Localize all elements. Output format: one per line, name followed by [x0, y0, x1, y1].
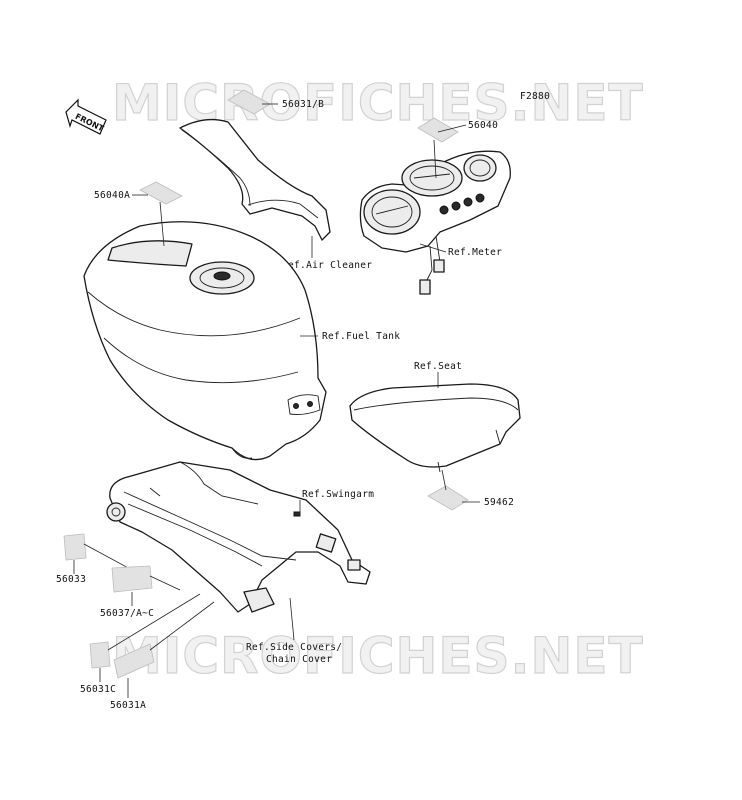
air-cleaner-cover [179, 118, 331, 241]
leader-56040-label [437, 124, 467, 133]
leader-56031c-part [107, 593, 201, 651]
decal-56040a [139, 181, 183, 205]
leader-meter [419, 243, 447, 253]
decal-56040 [417, 117, 459, 143]
decal-56037 [111, 565, 153, 593]
figure-code: F2880 [520, 91, 550, 102]
label-56040a: 56040A [94, 190, 130, 201]
leader-59462-seat [441, 469, 447, 491]
ref-side-covers-line2: Chain Cover [266, 654, 332, 665]
ref-meter: Ref.Meter [448, 247, 502, 258]
label-56031c: 56031C [80, 684, 116, 695]
front-arrow-icon: FRONT [65, 98, 107, 135]
leader-56033-part [83, 543, 133, 571]
seat [349, 383, 521, 473]
ref-fuel-tank: Ref.Fuel Tank [322, 331, 400, 342]
decal-59462 [427, 485, 469, 511]
decal-56031a [113, 643, 155, 679]
meter-assembly [359, 150, 511, 295]
leader-56037-part [149, 575, 181, 591]
leader-56040a-tank [159, 201, 165, 247]
label-56033: 56033 [56, 574, 86, 585]
ref-seat: Ref.Seat [414, 361, 462, 372]
leader-56031a-part [149, 601, 215, 651]
ref-side-covers-line1: Ref.Side Covers/ [246, 642, 342, 653]
label-56031a: 56031A [110, 700, 146, 711]
leader-side-covers [289, 597, 295, 641]
fuel-tank [83, 221, 327, 461]
leader-56040-meter [433, 139, 437, 179]
watermark-bottom: MICROFICHES.NET [112, 627, 644, 685]
ref-swingarm: Ref.Swingarm [302, 489, 374, 500]
decal-56031c [89, 641, 111, 669]
ref-air-cleaner: Ref.Air Cleaner [282, 260, 372, 271]
decal-56033 [63, 533, 87, 561]
label-56040: 56040 [468, 120, 498, 131]
label-59462: 59462 [484, 497, 514, 508]
swingarm [106, 461, 371, 613]
label-56037: 56037/A~C [100, 608, 154, 619]
label-56031b: 56031/B [282, 99, 324, 110]
